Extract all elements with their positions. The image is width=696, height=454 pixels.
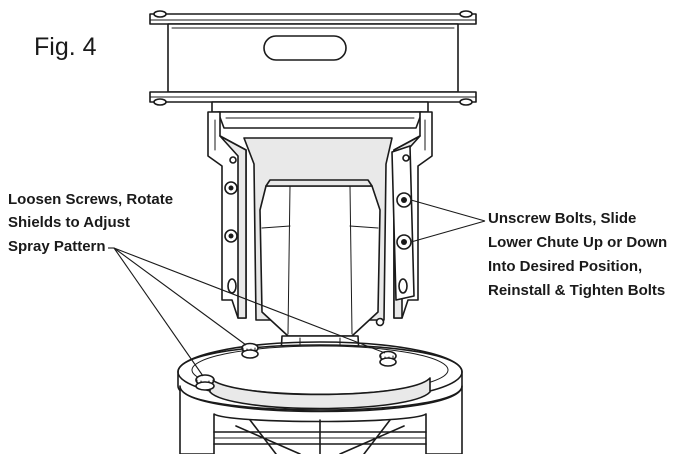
left-callout-leaders — [108, 247, 386, 377]
mounting-slot — [263, 35, 347, 61]
right-callout-leaders — [410, 199, 486, 243]
left-callout-line-2: Shields to Adjust — [8, 214, 130, 231]
right-callout-text: Unscrew Bolts, Slide Lower Chute Up or D… — [488, 210, 667, 299]
left-callout-line-1: Loosen Screws, Rotate — [8, 191, 173, 208]
right-callout-line-1: Unscrew Bolts, Slide — [488, 210, 636, 227]
right-callout-line-3: Into Desired Position, — [488, 258, 642, 275]
shield-screw-middle — [241, 342, 259, 359]
lower-chute-body — [243, 137, 393, 373]
right-bracket-bolts — [396, 154, 412, 294]
shield-screw-right — [379, 350, 397, 367]
right-side-bracket — [391, 111, 433, 319]
top-mounting-bracket — [149, 10, 477, 129]
left-bracket-bolts — [224, 156, 238, 294]
left-callout-text: Loosen Screws, Rotate Shields to Adjust … — [8, 191, 173, 255]
figure-title: Fig. 4 — [34, 33, 97, 61]
shield-screw-left — [195, 374, 215, 391]
right-callout-line-2: Lower Chute Up or Down — [488, 234, 667, 251]
left-callout-line-3: Spray Pattern — [8, 238, 106, 255]
deflector-disc — [177, 341, 463, 454]
left-side-bracket — [207, 111, 247, 319]
right-callout-line-4: Reinstall & Tighten Bolts — [488, 282, 665, 299]
